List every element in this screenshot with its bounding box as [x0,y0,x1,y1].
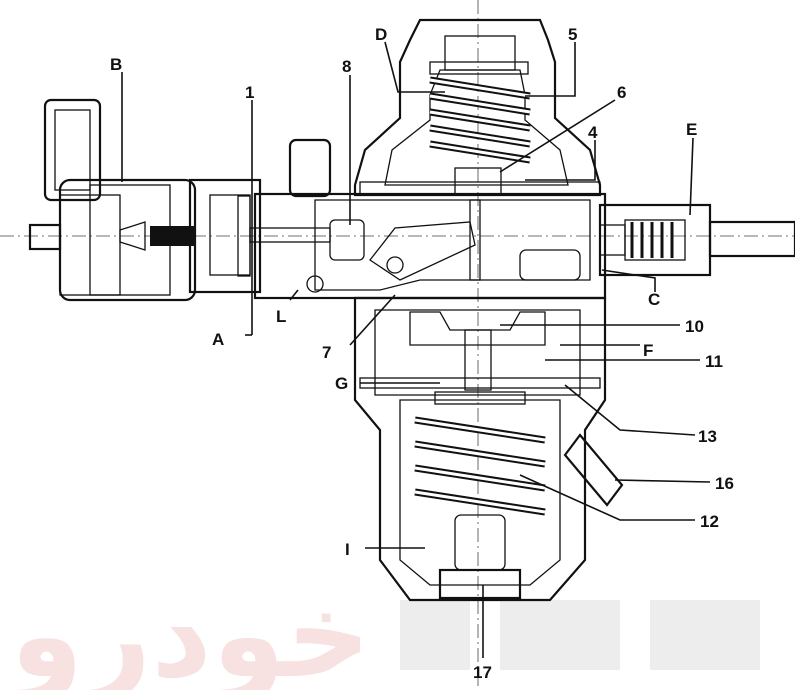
solenoid-valve [28,98,197,302]
secondary-chamber-F [374,309,581,396]
primary-chamber [314,199,591,291]
inlet-fitting [188,138,332,294]
leader-lines [121,41,711,658]
lower-housing [353,296,607,602]
callout-labels: B 1 8 D 5 6 4 E C A L 7 10 F 11 G 13 16 … [110,25,734,682]
valve-stem-10 [464,329,492,391]
lever-7 [369,221,476,281]
callout-4: 4 [588,123,598,142]
callout-B: B [110,55,122,74]
callout-A: A [212,330,224,349]
port-L [306,275,324,293]
upper-spring [429,76,531,164]
outlet-E [598,203,795,277]
callout-6: 6 [617,83,626,102]
callout-5: 5 [568,25,577,44]
callout-D: D [375,25,387,44]
upper-diaphragm [359,181,601,195]
callout-17: 17 [473,663,492,682]
watermark-shape-3 [650,600,760,670]
watermark-shape-1 [400,600,470,670]
callout-16: 16 [715,474,734,493]
callout-1: 1 [245,83,254,102]
callout-I: I [345,540,350,559]
callout-C: C [648,290,660,309]
valve-8 [329,219,365,261]
bottom-plug-17 [438,568,522,600]
callout-8: 8 [342,57,351,76]
callout-13: 13 [698,427,717,446]
callout-E: E [686,120,697,139]
outlet-pipe [708,220,795,258]
callout-G: G [335,374,348,393]
callout-11: 11 [705,352,723,371]
callout-10: 10 [685,317,704,336]
connector-plug [43,98,102,202]
watermark-shape-2 [500,600,620,670]
callout-F: F [643,341,653,360]
upper-housing [353,18,602,197]
watermark: خودرو [5,566,760,690]
callout-7: 7 [322,343,331,362]
lower-spring [414,416,546,516]
watermark-text-left: خودرو [5,566,371,690]
callout-12: 12 [700,512,719,531]
upper-spring-seat [429,61,529,75]
adjuster-I [454,514,506,571]
callout-L: L [276,307,286,326]
vacuum-hose-16 [563,433,624,507]
top-port [288,138,332,198]
